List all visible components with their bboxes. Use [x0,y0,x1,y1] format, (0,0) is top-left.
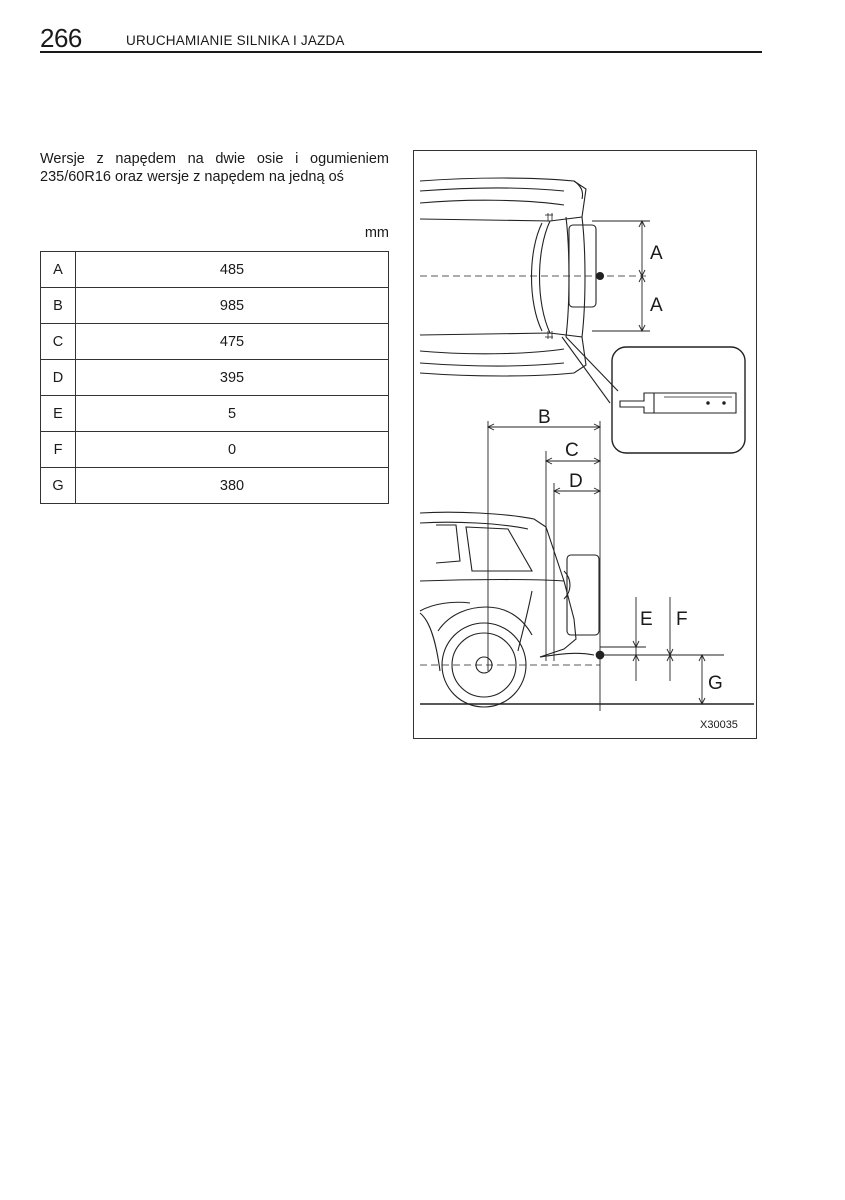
row-key: B [40,287,76,324]
label-c: C [565,440,579,461]
dimension-a [592,219,650,333]
dimension-e-f-g [600,597,724,706]
intro-text: Wersje z napędem na dwie osie i ogumieni… [40,151,389,185]
label-a-bottom: A [650,295,663,316]
row-key: G [40,467,76,504]
row-value: 485 [75,251,389,288]
car-side-view [419,511,754,708]
label-f: F [676,609,688,630]
page-header: 266 URUCHAMIANIE SILNIKA I JAZDA [40,23,762,53]
towbar-diagram-svg: A A B C [419,177,754,731]
label-a-top: A [650,243,663,264]
hitch-detail-callout [561,336,746,454]
row-value: 380 [75,467,389,504]
row-key: E [40,395,76,432]
row-value: 395 [75,359,389,396]
unit-label: mm [364,225,389,241]
label-g: G [708,673,723,694]
row-value: 985 [75,287,389,324]
label-d: D [569,471,583,492]
page-number: 266 [40,23,82,53]
header-rule [40,51,762,53]
section-title: URUCHAMIANIE SILNIKA I JAZDA [126,33,345,48]
row-key: D [40,359,76,396]
row-key: C [40,323,76,360]
row-value: 0 [75,431,389,468]
figure-code: X30035 [700,719,738,731]
row-value: 5 [75,395,389,432]
row-value: 475 [75,323,389,360]
car-top-view [419,177,646,377]
dimension-b-c-d [486,421,602,711]
label-b: B [538,407,551,428]
row-key: F [40,431,76,468]
row-key: A [40,251,76,288]
towbar-diagram: A A B C [413,150,757,739]
label-e: E [640,609,653,630]
